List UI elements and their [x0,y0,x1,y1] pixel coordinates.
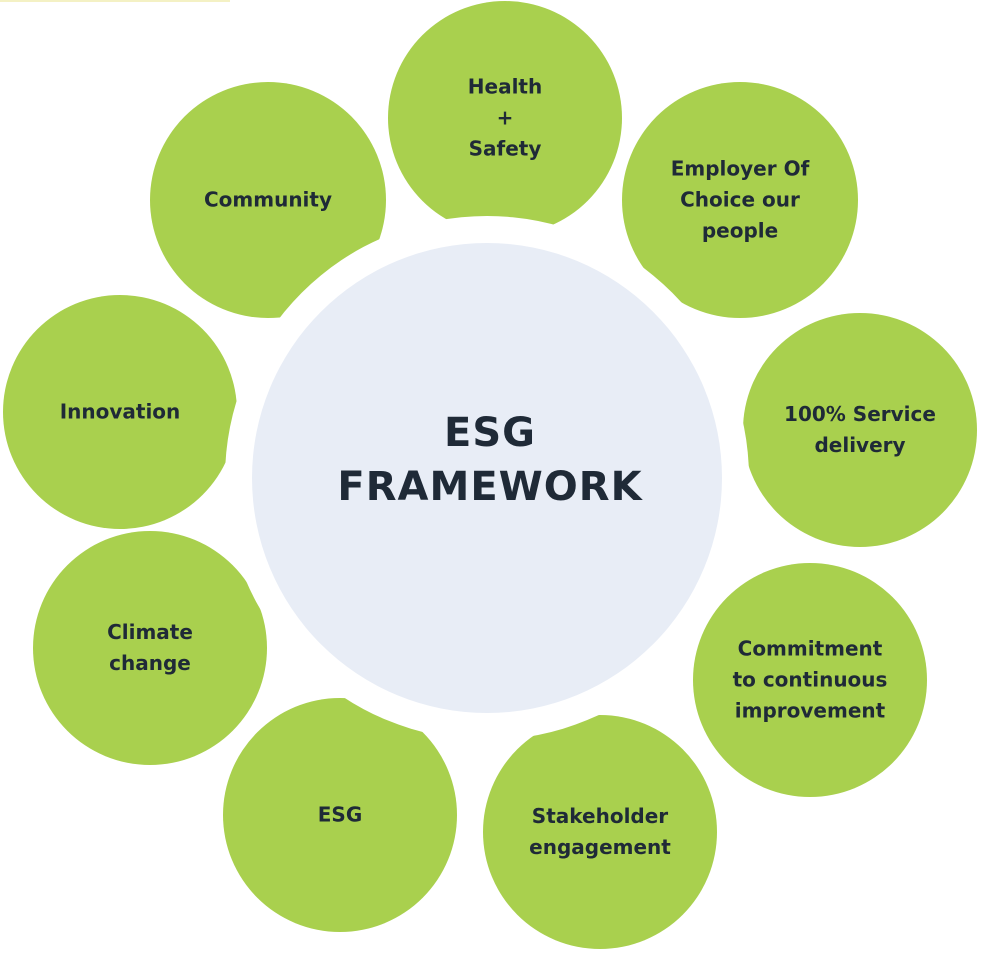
petal-continuous-improvement [693,563,927,797]
petal-climate-change [33,531,267,765]
petal-esg [223,698,457,932]
center-circle [252,243,722,713]
center-title-line-1: ESG [444,410,536,456]
petal-stakeholder-engagement [483,715,717,949]
petal-health-safety [388,1,622,235]
petal-innovation [3,295,237,529]
center-title-line-2: FRAMEWORK [337,464,643,510]
petal-service-delivery [743,313,977,547]
center-title: ESG FRAMEWORK [337,406,642,514]
petal-community [150,82,386,318]
petal-employer-of-choice [622,82,858,318]
petal-ring [3,1,977,949]
top-edge-mark [0,0,230,2]
